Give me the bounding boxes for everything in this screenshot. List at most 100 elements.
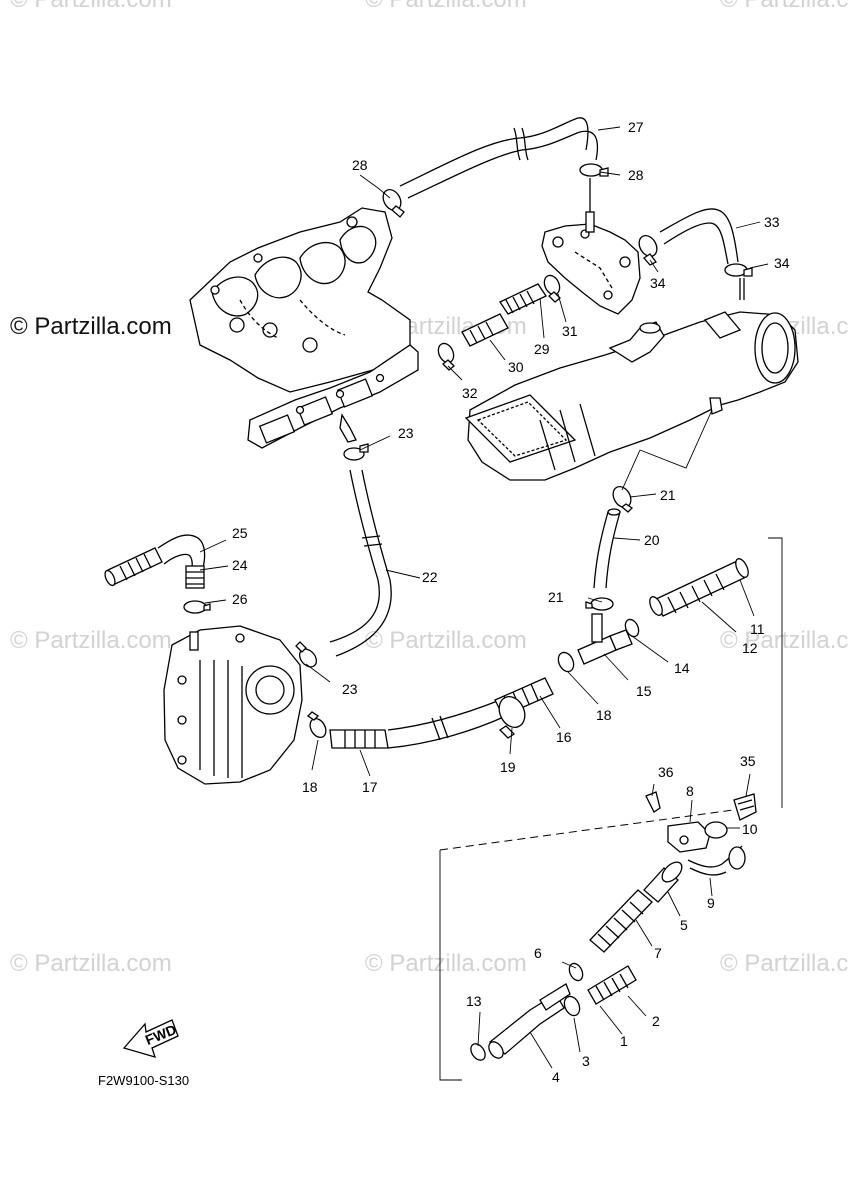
callout-23: 23 — [398, 425, 414, 441]
nipple-35 — [733, 793, 757, 821]
exhaust-flange-illustration — [247, 344, 419, 449]
callout-numbers: 28 27 28 33 34 34 29 31 30 32 23 21 20 2… — [232, 119, 790, 1085]
callout-32: 32 — [462, 385, 478, 401]
callout-20: 20 — [644, 532, 660, 548]
watermark: © Partzilla.com — [10, 950, 172, 977]
clamp-3 — [563, 995, 581, 1017]
hose-25 — [104, 534, 206, 587]
callout-3: 3 — [582, 1053, 590, 1069]
nipple-34 — [739, 278, 745, 300]
callout-2: 2 — [652, 1013, 660, 1029]
clamp-26 — [183, 600, 211, 614]
callout-13: 13 — [466, 993, 482, 1009]
clamp-13 — [470, 1043, 486, 1061]
callout-17: 17 — [362, 779, 378, 795]
callout-19: 19 — [500, 759, 516, 775]
clamp-34a — [638, 235, 658, 266]
callout-24: 24 — [232, 557, 248, 573]
group-bracket-11 — [768, 537, 783, 808]
callout-12: 12 — [742, 640, 758, 656]
diagram-code: F2W9100-S130 — [98, 1073, 189, 1088]
leader-exhaust — [639, 409, 713, 469]
clamp-18a — [306, 711, 327, 738]
screw-36 — [645, 791, 661, 813]
callout-21: 21 — [660, 487, 676, 503]
callout-28: 28 — [628, 167, 644, 183]
clamp-31 — [543, 274, 561, 303]
watermark: © Partzilla.com — [10, 0, 172, 14]
callout-4: 4 — [552, 1069, 560, 1085]
exhaust-body-illustration — [464, 311, 799, 481]
fwd-arrow-icon: FWD — [122, 1019, 179, 1058]
callout-15: 15 — [636, 683, 652, 699]
hose-30 — [461, 313, 509, 347]
clamp-21b — [585, 597, 614, 611]
callout-8: 8 — [686, 783, 694, 799]
callout-7: 7 — [654, 945, 662, 961]
hose-33 — [659, 208, 739, 265]
hose-22 — [329, 469, 392, 657]
callout-5: 5 — [680, 917, 688, 933]
hose-27 — [399, 117, 599, 199]
fitting-9 — [687, 845, 746, 876]
clamp-23a — [343, 443, 369, 461]
callout-22: 22 — [422, 569, 438, 585]
clamp-28b — [579, 163, 609, 177]
hose-29 — [499, 283, 547, 315]
y-joint-4 — [488, 983, 571, 1059]
callout-21: 21 — [548, 589, 564, 605]
clamp-21a — [612, 486, 634, 513]
callout-10: 10 — [742, 821, 758, 837]
bracket-8 — [667, 821, 711, 853]
clamp-14 — [624, 618, 640, 638]
callout-28: 28 — [352, 157, 368, 173]
water-jacket-bracket-illustration — [541, 211, 641, 315]
clamp-28a — [382, 189, 405, 218]
callout-33: 33 — [764, 214, 780, 230]
exhaust-manifold-illustration — [189, 207, 411, 393]
hose-24 — [185, 565, 205, 589]
callout-16: 16 — [556, 729, 572, 745]
callout-35: 35 — [740, 753, 756, 769]
watermark: © Partzilla.com — [720, 627, 848, 654]
callout-6: 6 — [534, 945, 542, 961]
callout-18: 18 — [596, 707, 612, 723]
callout-34: 34 — [774, 255, 790, 271]
hose-12 — [649, 558, 749, 617]
watermark: © Partzilla.com — [720, 950, 848, 977]
clamp-6 — [568, 962, 584, 982]
callout-25: 25 — [232, 525, 248, 541]
clamp-23b — [295, 641, 318, 668]
callout-18: 18 — [302, 779, 318, 795]
watermark: © Partzilla.com — [365, 627, 527, 654]
clamp-34b — [724, 263, 753, 277]
throttle-body-illustration — [163, 625, 303, 785]
callout-36: 36 — [658, 764, 674, 780]
callout-11: 11 — [750, 621, 765, 637]
tee-joint-15 — [577, 613, 633, 665]
clamp-10 — [704, 821, 728, 839]
callout-14: 14 — [674, 660, 690, 676]
group-bracket-lower — [439, 850, 462, 1081]
clamp-32 — [437, 342, 455, 371]
clamp-18b — [557, 651, 575, 673]
watermark-main: © Partzilla.com — [10, 313, 172, 340]
callout-27: 27 — [628, 119, 644, 135]
leader-exhaust-2 — [621, 449, 641, 491]
fitting-5 — [643, 861, 683, 903]
callout-1: 1 — [620, 1033, 628, 1049]
hose-20 — [593, 508, 621, 589]
callout-30: 30 — [508, 359, 524, 375]
hose-17 — [329, 699, 507, 749]
callout-23: 23 — [342, 681, 358, 697]
callout-34: 34 — [650, 275, 666, 291]
callout-29: 29 — [534, 341, 550, 357]
watermark: © Partzilla.com — [720, 0, 848, 14]
watermark: © Partzilla.com — [10, 627, 172, 654]
callout-31: 31 — [562, 323, 578, 339]
callout-9: 9 — [707, 895, 715, 911]
callout-26: 26 — [232, 591, 248, 607]
watermark: © Partzilla.com — [365, 0, 527, 14]
watermark: © Partzilla.com — [365, 950, 527, 977]
